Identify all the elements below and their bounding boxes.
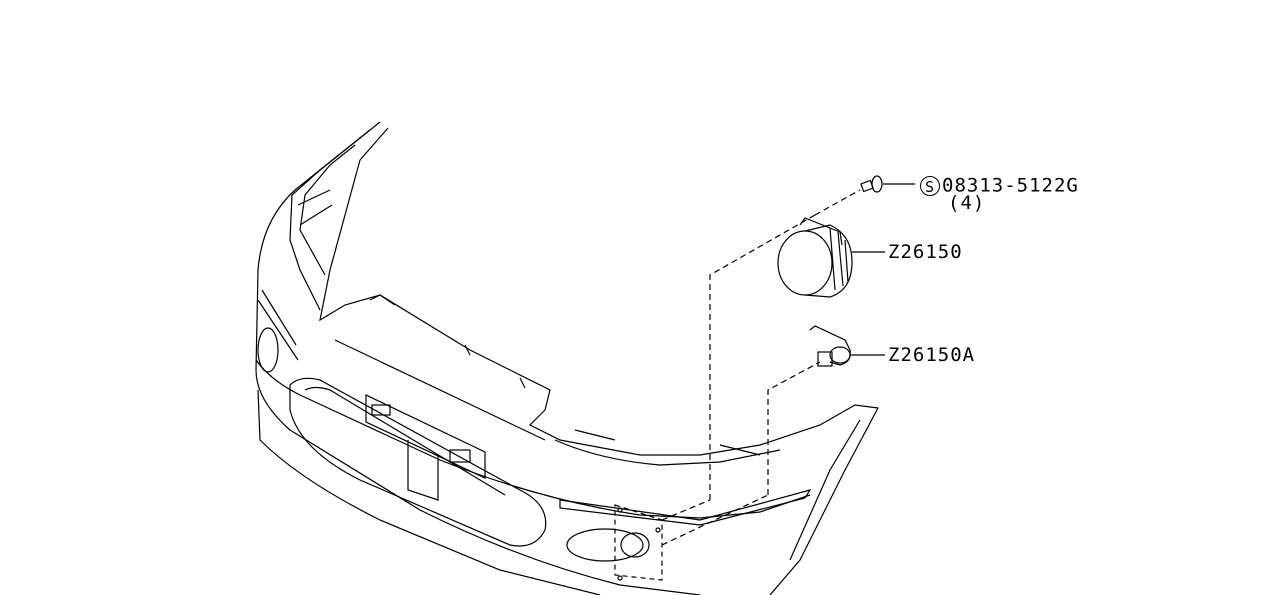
fog-lamp-drawing (777, 217, 885, 298)
leader-lines (661, 189, 861, 546)
front-bumper-drawing (255, 121, 879, 595)
fog-lamp-bracket-drawing (809, 325, 885, 367)
standard-part-s-icon: S (920, 176, 940, 196)
screw-drawing (860, 175, 915, 193)
part-label-fog-lamp-bracket[interactable]: Z26150A (888, 344, 976, 366)
part-number: 08313-5122G (942, 174, 1079, 197)
part-label-fog-lamp[interactable]: Z26150 (888, 241, 963, 263)
fog-lamp-mount-area (614, 504, 663, 581)
part-quantity: (4) (948, 192, 986, 214)
